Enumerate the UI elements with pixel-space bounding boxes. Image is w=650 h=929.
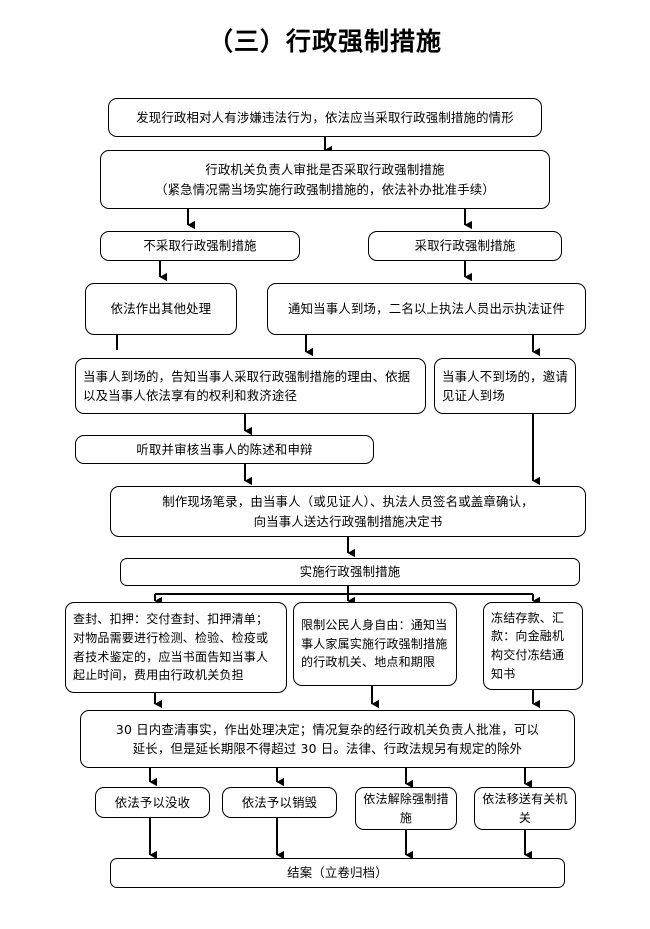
node-text-line2: （紧急情况需当场实施行政强制措施的，依法补办批准手续） xyxy=(155,181,495,197)
node-confiscate[interactable]: 依法予以没收 xyxy=(95,787,210,818)
node-take-coercive-measure[interactable]: 采取行政强制措施 xyxy=(368,231,562,261)
node-text-line2: 延长，但是延长期限不得超过 30 日。法律、行政法规另有规定的除外 xyxy=(132,741,523,756)
node-text-line2: 向当事人送达行政强制措施决定书 xyxy=(253,513,443,529)
node-text: 依法解除强制措施 xyxy=(363,791,449,825)
node-restrict-personal-freedom[interactable]: 限制公民人身自由：通知当事人家属实施行政强制措施的行政机关、地点和期限 xyxy=(293,602,457,686)
node-text: 不采取行政强制措施 xyxy=(143,238,257,254)
node-inform-reasons[interactable]: 当事人到场的，告知当事人采取行政强制措施的理由、依据以及当事人依法享有的权利和救… xyxy=(75,358,426,414)
page-title: （三）行政强制措施 xyxy=(207,27,442,56)
node-discover-illegal-act[interactable]: 发现行政相对人有涉嫌违法行为，依法应当采取行政强制措施的情形 xyxy=(108,98,542,137)
node-text: 依法予以没收 xyxy=(114,794,191,810)
node-text: 听取并审核当事人的陈述和申辩 xyxy=(136,441,313,457)
node-text: 实施行政强制措施 xyxy=(299,564,401,580)
node-text: 查封、扣押：交付查封、扣押清单；对物品需要进行检测、检验、检疫或者技术鉴定的，应… xyxy=(73,612,269,683)
node-hear-statement[interactable]: 听取并审核当事人的陈述和申辩 xyxy=(75,435,374,464)
node-text-line1: 30 日内查清事实，作出处理决定；情况复杂的经行政机关负责人批准，可以 xyxy=(115,721,540,737)
node-30-day-investigation[interactable]: 30 日内查清事实，作出处理决定；情况复杂的经行政机关负责人批准，可以 延长，但… xyxy=(80,710,575,768)
node-text: 依法予以销毁 xyxy=(241,794,318,810)
node-approval-decision[interactable]: 行政机关负责人审批是否采取行政强制措施 （紧急情况需当场实施行政强制措施的，依法… xyxy=(100,150,550,209)
node-text-line1: 行政机关负责人审批是否采取行政强制措施 xyxy=(205,162,445,178)
node-lift-measure[interactable]: 依法解除强制措施 xyxy=(355,787,457,830)
node-implement-measure[interactable]: 实施行政强制措施 xyxy=(120,558,580,586)
node-text: 当事人到场的，告知当事人采取行政强制措施的理由、依据以及当事人依法享有的权利和救… xyxy=(83,368,411,403)
node-text: 发现行政相对人有涉嫌违法行为，依法应当采取行政强制措施的情形 xyxy=(136,109,514,125)
node-text: 结案（立卷归档） xyxy=(287,865,388,881)
node-text: 依法作出其他处理 xyxy=(110,301,212,317)
node-no-coercive-measure[interactable]: 不采取行政强制措施 xyxy=(100,231,300,261)
node-text: 依法移送有关机关 xyxy=(482,791,568,825)
node-make-record[interactable]: 制作现场笔录，由当事人（或见证人）、执法人员签名或盖章确认， 向当事人送达行政强… xyxy=(110,486,586,537)
node-other-handling[interactable]: 依法作出其他处理 xyxy=(85,283,237,335)
node-text: 冻结存款、汇款：向金融机构交付冻结通知书 xyxy=(491,610,565,681)
node-text: 当事人不到场的，邀请见证人到场 xyxy=(442,368,568,403)
node-text-line1: 制作现场笔录，由当事人（或见证人）、执法人员签名或盖章确认， xyxy=(162,494,534,510)
node-text: 限制公民人身自由：通知当事人家属实施行政强制措施的行政机关、地点和期限 xyxy=(301,618,448,670)
node-invite-witness[interactable]: 当事人不到场的，邀请见证人到场 xyxy=(434,358,576,414)
node-freeze-deposits[interactable]: 冻结存款、汇款：向金融机构交付冻结通知书 xyxy=(483,602,583,690)
node-text: 采取行政强制措施 xyxy=(414,238,516,254)
node-case-closed[interactable]: 结案（立卷归档） xyxy=(110,858,565,888)
node-destroy[interactable]: 依法予以销毁 xyxy=(222,787,337,818)
node-transfer-authority[interactable]: 依法移送有关机关 xyxy=(474,787,576,830)
node-seizure-detention[interactable]: 查封、扣押：交付查封、扣押清单；对物品需要进行检测、检验、检疫或者技术鉴定的，应… xyxy=(65,602,287,693)
node-text: 通知当事人到场，二名以上执法人员出示执法证件 xyxy=(288,301,565,317)
node-notify-party-present[interactable]: 通知当事人到场，二名以上执法人员出示执法证件 xyxy=(267,283,586,335)
